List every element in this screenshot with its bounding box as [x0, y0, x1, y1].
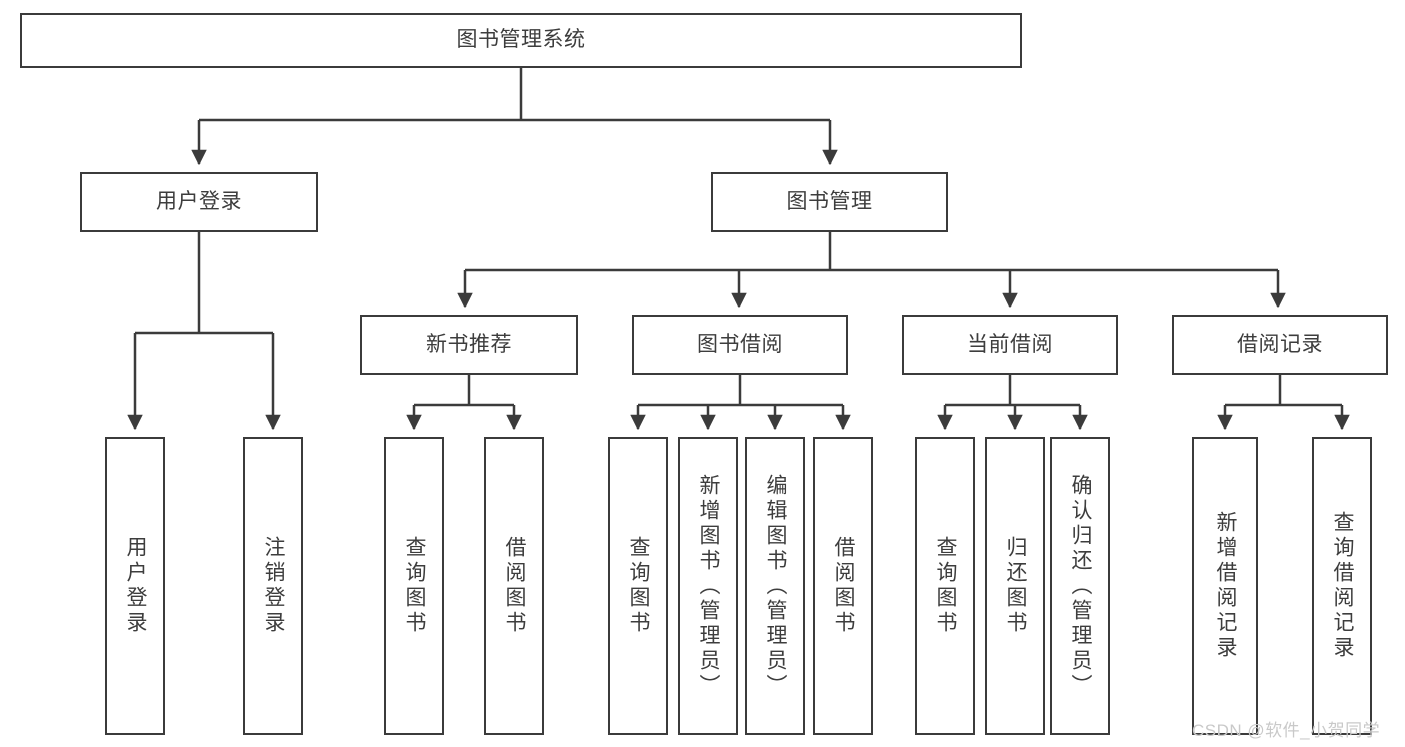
node-label: 图书管理: [786, 189, 873, 213]
node-label: 编辑图书（管理员）: [764, 473, 788, 699]
node-book-borrow[interactable]: 图书借阅: [632, 315, 848, 375]
node-label: 注销登录: [262, 536, 286, 636]
node-label: 新书推荐: [426, 332, 512, 356]
node-label: 用户登录: [124, 536, 148, 636]
leaf-current-return-book[interactable]: 归还图书: [985, 437, 1045, 735]
leaf-newbook-query-book[interactable]: 查询图书: [384, 437, 444, 735]
node-label: 归还图书: [1004, 536, 1028, 636]
node-user-login[interactable]: 用户登录: [80, 172, 318, 232]
node-label: 新增图书（管理员）: [697, 473, 721, 699]
leaf-record-add-record[interactable]: 新增借阅记录: [1192, 437, 1258, 735]
node-label: 图书借阅: [697, 332, 783, 356]
node-new-book-recommend[interactable]: 新书推荐: [360, 315, 578, 375]
node-root-system[interactable]: 图书管理系统: [20, 13, 1022, 68]
leaf-user-logout[interactable]: 注销登录: [243, 437, 303, 735]
leaf-user-login[interactable]: 用户登录: [105, 437, 165, 735]
leaf-current-confirm-return-admin[interactable]: 确认归还（管理员）: [1050, 437, 1110, 735]
node-label: 图书管理系统: [456, 28, 586, 52]
leaf-record-query-record[interactable]: 查询借阅记录: [1312, 437, 1372, 735]
node-label: 借阅图书: [503, 536, 527, 636]
node-label: 确认归还（管理员）: [1069, 473, 1093, 699]
node-label: 查询借阅记录: [1331, 511, 1355, 661]
node-label: 用户登录: [156, 189, 242, 213]
node-label: 借阅记录: [1237, 332, 1323, 356]
node-label: 查询图书: [627, 536, 651, 636]
leaf-borrow-borrow-book[interactable]: 借阅图书: [813, 437, 873, 735]
node-label: 新增借阅记录: [1214, 511, 1238, 661]
leaf-borrow-query-book[interactable]: 查询图书: [608, 437, 668, 735]
leaf-current-query-book[interactable]: 查询图书: [915, 437, 975, 735]
node-label: 借阅图书: [832, 536, 856, 636]
node-book-management[interactable]: 图书管理: [711, 172, 948, 232]
csdn-watermark: CSDN @软件_小贺同学: [1192, 721, 1381, 740]
node-current-borrow[interactable]: 当前借阅: [902, 315, 1118, 375]
leaf-newbook-borrow-book[interactable]: 借阅图书: [484, 437, 544, 735]
node-label: 查询图书: [934, 536, 958, 636]
node-borrow-record[interactable]: 借阅记录: [1172, 315, 1388, 375]
leaf-borrow-add-book-admin[interactable]: 新增图书（管理员）: [678, 437, 738, 735]
node-label: 查询图书: [403, 536, 427, 636]
node-label: 当前借阅: [967, 332, 1053, 356]
leaf-borrow-edit-book-admin[interactable]: 编辑图书（管理员）: [745, 437, 805, 735]
